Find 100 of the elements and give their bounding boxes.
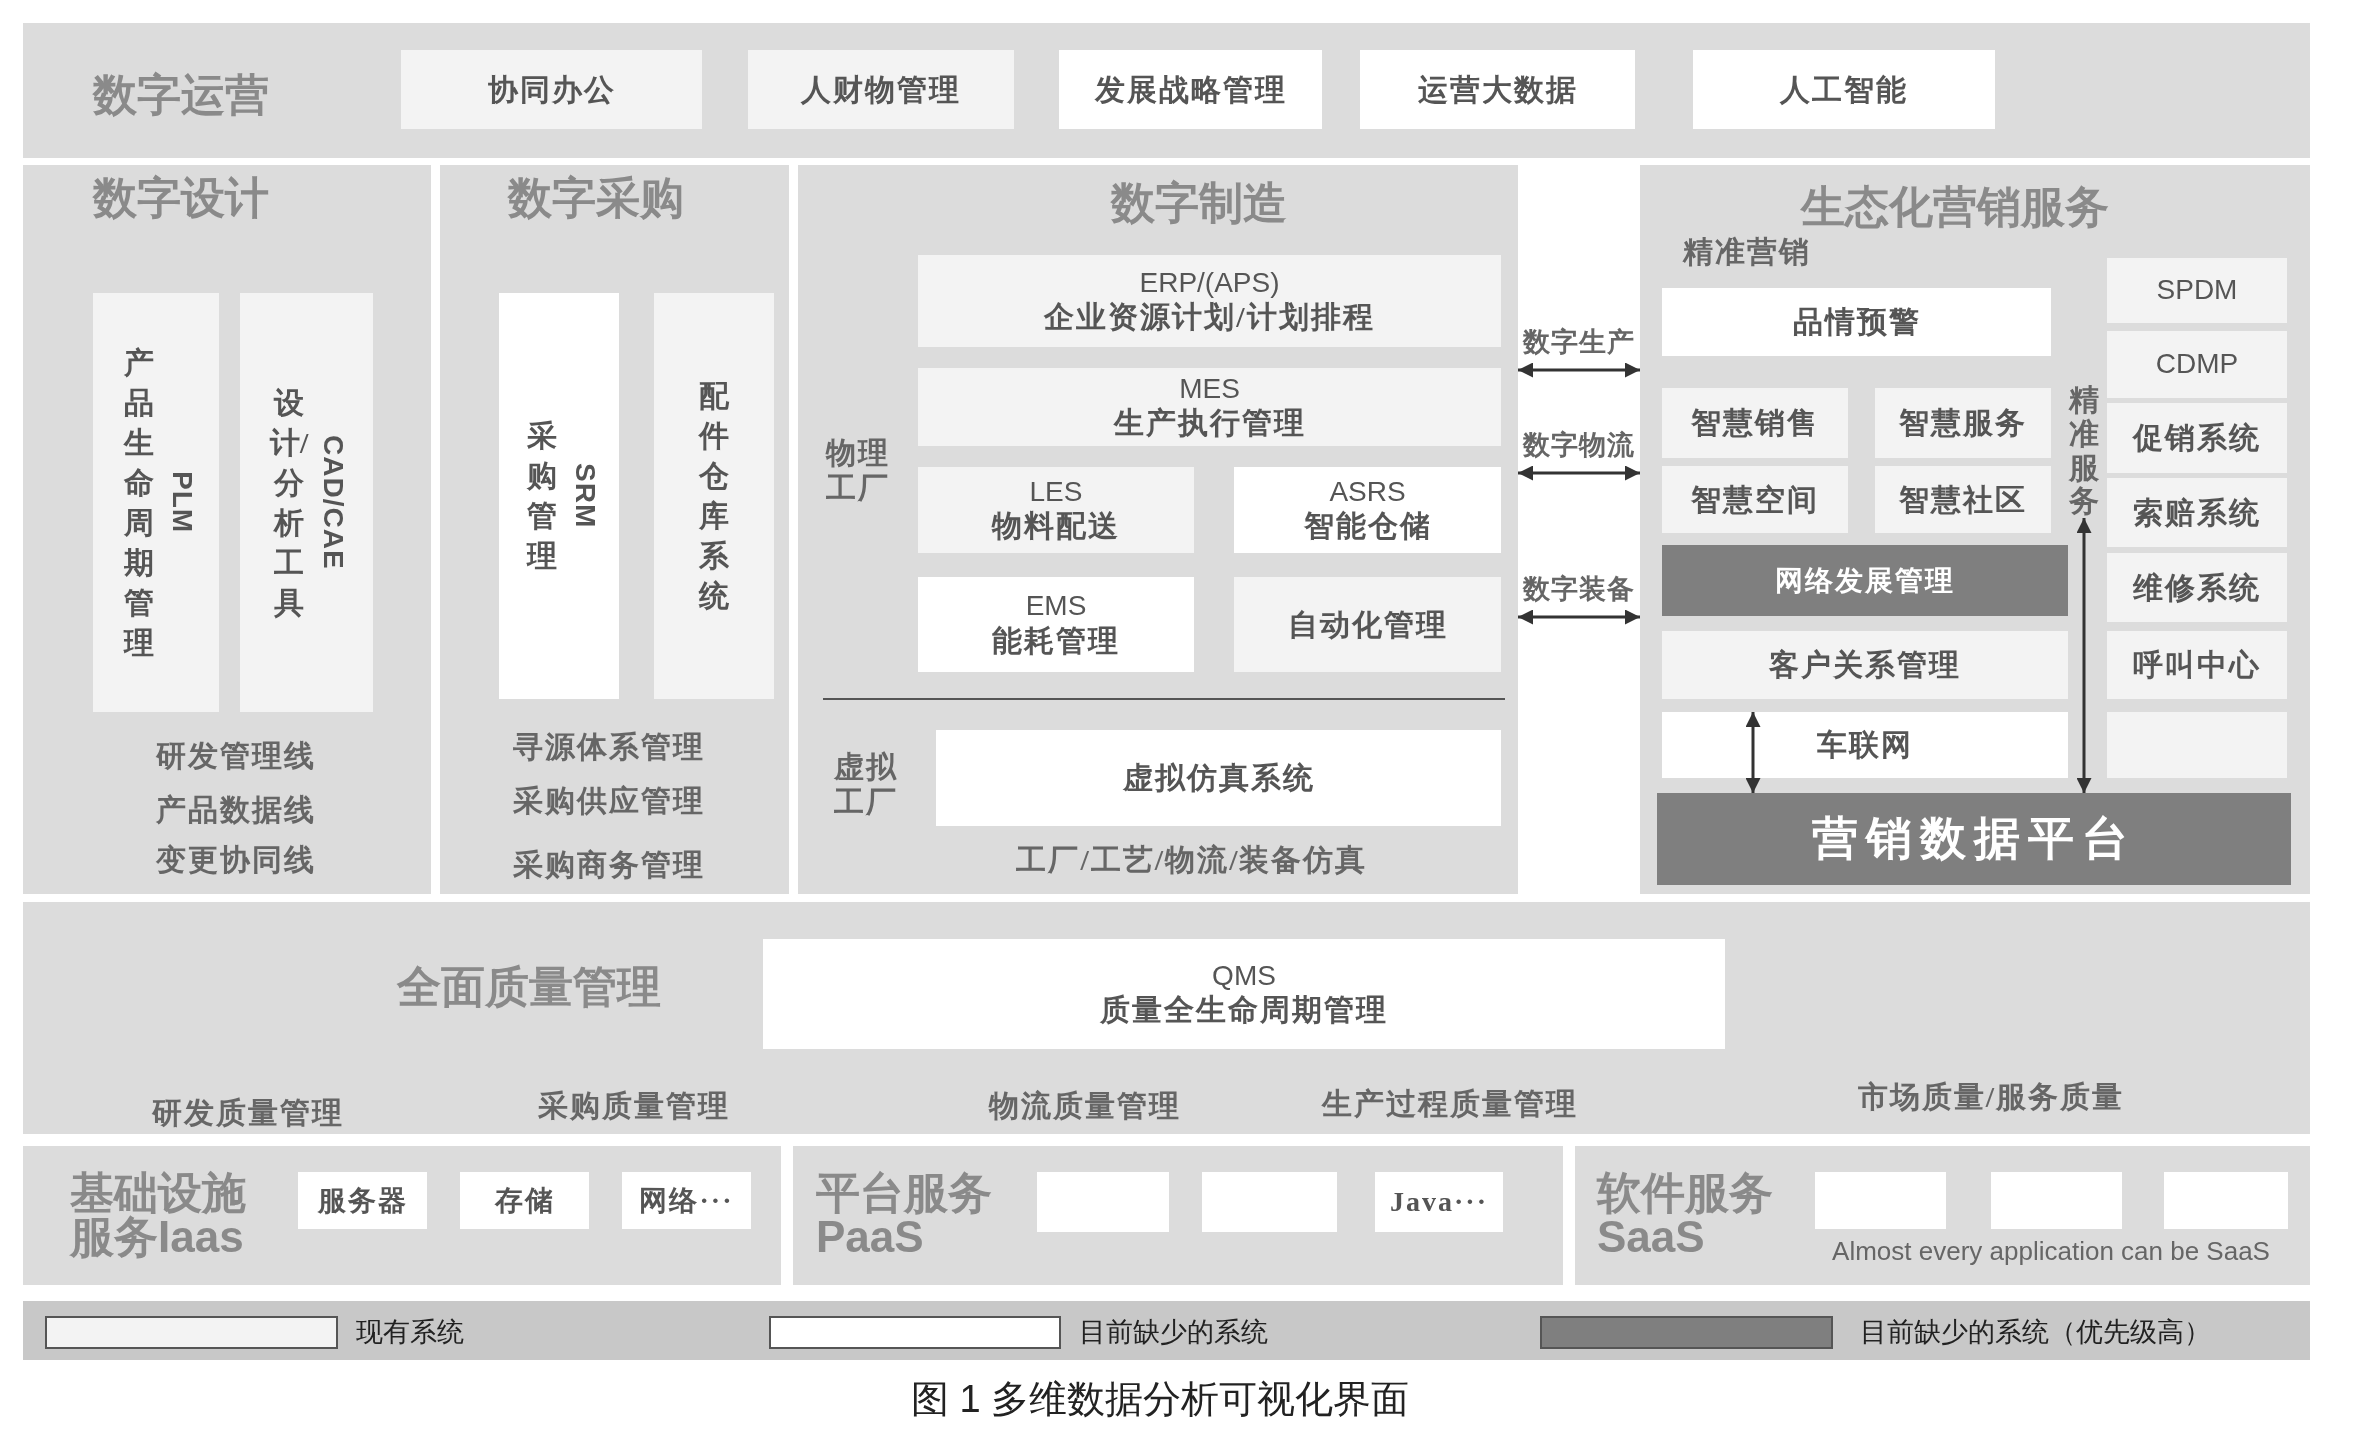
section-panel [23, 1146, 781, 1285]
section-panel [440, 165, 789, 894]
system-box [1662, 712, 2068, 778]
section-title: 数字制造 [1111, 178, 1287, 228]
system-name: 呼叫中心 [2133, 647, 2261, 683]
system-name: 设计/分析工具 [268, 384, 310, 621]
system-name: 存储 [494, 1183, 555, 1218]
system-box [936, 730, 1501, 826]
system-name: 服务器 [317, 1183, 408, 1218]
system-box [298, 1172, 427, 1229]
section-note: Almost every application can be SaaS [1832, 1236, 2270, 1268]
system-code: MES [1179, 372, 1240, 406]
section-title: 全面质量管理 [397, 962, 661, 1012]
system-name: 质量全生命周期管理 [1100, 992, 1388, 1029]
edge-label: 数字生产 [1523, 328, 1635, 358]
system-box [1360, 50, 1635, 129]
vertical-label: 精准服务 [2064, 383, 2104, 518]
system-name: 企业资源计划/计划排程 [1044, 299, 1375, 336]
system-name: 营销数据平台 [1812, 812, 2136, 867]
section-note: 产品数据线 [156, 792, 316, 828]
legend-text: 目前缺少的系统 [1079, 1315, 1268, 1349]
system-name: 智慧社区 [1899, 481, 2027, 518]
system-code: LES [1029, 475, 1083, 509]
section-note: 虚拟工厂 [833, 749, 899, 819]
system-name: 人工智能 [1780, 71, 1908, 108]
system-name: 促销系统 [2133, 420, 2261, 456]
edge-label: 数字物流 [1523, 431, 1635, 461]
system-name: 索赔系统 [2133, 494, 2261, 531]
section-note: 采购质量管理 [538, 1088, 730, 1124]
system-code: PLM [166, 471, 198, 534]
section-panel [798, 165, 1518, 894]
system-name: Java··· [1390, 1185, 1488, 1219]
system-name: 智能仓储 [1303, 508, 1432, 545]
section-panel [1640, 165, 2310, 894]
section-title: 数字采购 [508, 173, 684, 223]
system-name: 品情预警 [1792, 304, 1921, 340]
edge-label: 数字装备 [1523, 575, 1635, 605]
system-box [1662, 545, 2068, 616]
system-code: CDMP [2155, 348, 2239, 381]
section-note: 精准营销 [1683, 234, 1811, 270]
system-name: 维修系统 [2133, 569, 2261, 606]
section-title: 生态化营销服务 [1801, 182, 2109, 232]
system-name: 生产执行管理 [1113, 405, 1306, 442]
section-title: 数字运营 [93, 70, 269, 120]
section-note: 采购供应管理 [513, 783, 705, 819]
system-code: SPDM [2156, 274, 2238, 307]
section-note: 生产过程质量管理 [1322, 1086, 1578, 1122]
system-name: 协同办公 [487, 71, 616, 108]
legend-text: 现有系统 [356, 1315, 464, 1349]
section-panel [793, 1146, 1563, 1285]
system-name: 采购管理 [525, 418, 558, 574]
system-name: 产品生命周期管理 [122, 344, 155, 661]
empty-box [1991, 1172, 2122, 1229]
empty-box [1202, 1172, 1337, 1232]
section-title: 平台服务PaaS [816, 1171, 993, 1259]
system-box [1059, 50, 1322, 129]
system-box [763, 939, 1725, 1049]
double-arrow [1518, 609, 1640, 625]
empty-box [1037, 1172, 1169, 1232]
system-name: 智慧服务 [1899, 405, 2027, 441]
system-name: 人财物管理 [801, 71, 961, 108]
system-box [1234, 467, 1501, 553]
system-box [460, 1172, 589, 1229]
section-title: 基础设施服务Iaas [70, 1171, 247, 1259]
system-box [918, 577, 1194, 672]
section-note: 物理工厂 [824, 435, 891, 505]
section-note: 研发质量管理 [152, 1095, 344, 1131]
section-panel [23, 165, 431, 894]
system-name: 运营大数据 [1417, 71, 1578, 108]
system-box [1657, 793, 2291, 885]
system-box [499, 293, 619, 699]
system-code: CAD/CAE [317, 435, 348, 570]
system-code: ASRS [1329, 475, 1406, 509]
legend-text: 目前缺少的系统（优先级高） [1860, 1315, 2211, 1349]
section-note: 研发管理线 [156, 738, 316, 774]
system-name: 智慧空间 [1691, 481, 1819, 518]
system-box [622, 1172, 751, 1229]
section-note: 物流质量管理 [989, 1088, 1181, 1124]
section-title: 软件服务SaaS [1597, 1171, 1774, 1259]
system-box [1662, 288, 2051, 356]
double-arrow [1518, 362, 1640, 378]
empty-box [2164, 1172, 2288, 1229]
figure-caption: 图 1 多维数据分析可视化界面 [910, 1377, 1410, 1423]
section-note: 变更协同线 [156, 842, 316, 878]
system-box [1375, 1172, 1503, 1232]
system-name: 网络发展管理 [1775, 563, 1955, 598]
system-code: SRM [569, 463, 601, 529]
section-note: 工厂/工艺/物流/装备仿真 [1016, 842, 1368, 878]
section-title: 数字设计 [93, 173, 269, 223]
system-name: 自动化管理 [1287, 606, 1448, 643]
system-name: 车联网 [1817, 727, 1913, 763]
system-name: 发展战略管理 [1094, 71, 1287, 108]
system-name: 智慧销售 [1691, 405, 1819, 441]
system-name: 配件仓库系统 [697, 378, 730, 614]
system-code: EMS [1025, 590, 1087, 623]
section-panel [23, 902, 2310, 1134]
system-name: 客户关系管理 [1769, 647, 1961, 683]
empty-box [1815, 1172, 1946, 1229]
system-code: QMS [1212, 959, 1276, 993]
section-note: 采购商务管理 [513, 847, 705, 883]
